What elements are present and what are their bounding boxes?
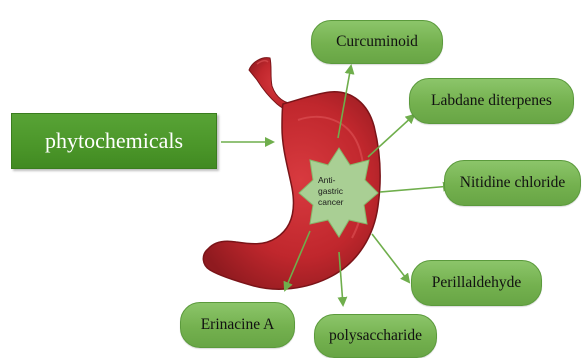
- center-label-line3: cancer: [318, 197, 360, 208]
- center-label-line1: Anti-: [318, 175, 360, 186]
- arrow-perillaldehyde: [372, 234, 409, 282]
- center-label-line2: gastric: [318, 186, 360, 197]
- compound-label: Nitidine chloride: [460, 174, 565, 192]
- compound-label: Perillaldehyde: [432, 274, 522, 292]
- compound-label: Labdane diterpenes: [431, 92, 552, 110]
- compound-polysaccharide: polysaccharide: [314, 314, 437, 358]
- phytochemicals-box: phytochemicals: [11, 113, 217, 169]
- center-label: Anti- gastric cancer: [318, 175, 360, 208]
- compound-label: Erinacine A: [201, 316, 275, 334]
- compound-perillaldehyde: Perillaldehyde: [411, 260, 542, 306]
- phytochemicals-label: phytochemicals: [45, 128, 183, 154]
- compound-nitidine-chloride: Nitidine chloride: [444, 160, 581, 206]
- compound-labdane-diterpenes: Labdane diterpenes: [409, 78, 574, 124]
- compound-erinacine-a: Erinacine A: [180, 302, 295, 348]
- compound-label: Curcuminoid: [336, 33, 418, 51]
- arrow-nitidine: [380, 186, 451, 192]
- compound-label: polysaccharide: [329, 327, 422, 345]
- compound-curcuminoid: Curcuminoid: [311, 20, 443, 64]
